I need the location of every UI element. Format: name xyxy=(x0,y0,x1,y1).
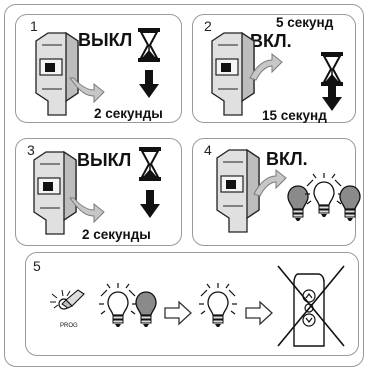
step-2-state-label: ВКЛ. xyxy=(250,31,292,51)
step-1-down-arrow-icon xyxy=(139,70,159,98)
step-5-arrow-2-icon xyxy=(245,301,273,325)
step-5-bulb-off-icon xyxy=(135,291,157,328)
step-1-duration: 2 секунды xyxy=(94,106,163,121)
prog-button-icon xyxy=(50,289,85,310)
instruction-frame xyxy=(4,4,364,367)
step-1-breaker-icon xyxy=(35,32,79,116)
step-3-switch-arrow-icon xyxy=(69,197,105,223)
step-1-state-label: ВЫКЛ xyxy=(78,30,133,50)
step-4-bulb-on-icon xyxy=(304,172,344,218)
step-2-switch-arrow-icon xyxy=(249,53,283,81)
step-3-number: 3 xyxy=(27,142,35,158)
step-5-arrow-1-icon xyxy=(164,301,192,325)
step-2-hourglass-icon xyxy=(320,51,344,87)
step-3-duration: 2 секунды xyxy=(82,227,151,242)
step-5-bulb-on-icon xyxy=(98,282,138,328)
cross-icon xyxy=(277,265,345,347)
step-2-number: 2 xyxy=(204,18,212,34)
step-3-hourglass-icon xyxy=(138,146,162,182)
step-2-down-arrow-icon xyxy=(322,83,342,111)
step-3-down-arrow-icon xyxy=(140,190,160,218)
step-4-bulb-off-icon xyxy=(287,185,309,222)
step-3-state-label: ВЫКЛ xyxy=(77,150,132,170)
step-1-hourglass-icon xyxy=(137,27,161,63)
step-4-number: 4 xyxy=(204,142,212,158)
prog-button-label: PROG xyxy=(60,323,78,329)
step-1-number: 1 xyxy=(30,18,38,34)
step-5-bulb-on-2-icon xyxy=(198,282,238,328)
remote-control-icon xyxy=(293,273,325,347)
step-4-state-label: ВКЛ. xyxy=(266,149,308,169)
step-4-bulb-off-2-icon xyxy=(339,185,361,222)
step-5-number: 5 xyxy=(33,258,41,274)
step-4-switch-arrow-icon xyxy=(253,169,287,197)
step-2-duration-min: 5 секунд xyxy=(276,15,334,30)
step-2-duration-max: 15 секунд xyxy=(262,108,327,123)
step-1-switch-arrow-icon xyxy=(69,77,105,103)
